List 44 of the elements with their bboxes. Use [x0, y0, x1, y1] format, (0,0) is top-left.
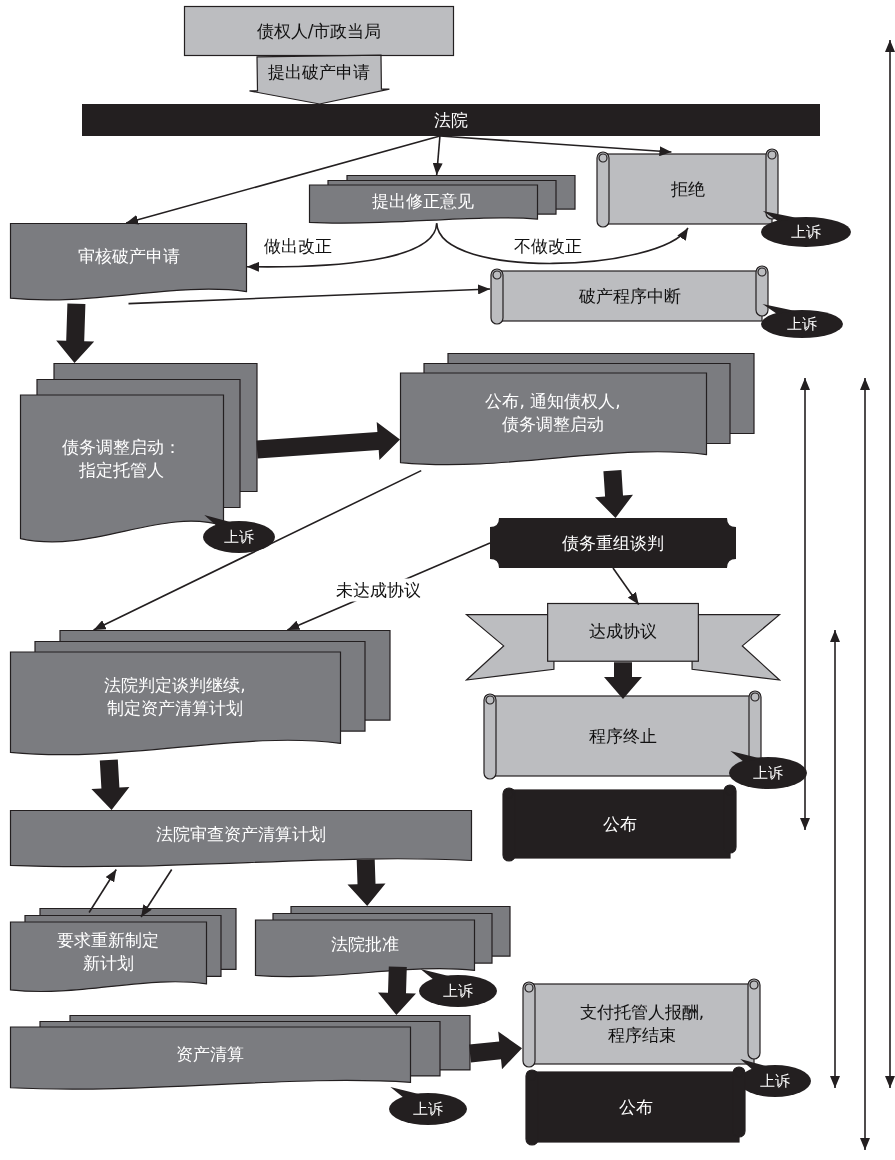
- edge-label: 提出破产申请: [265, 60, 373, 84]
- arrow: [125, 135, 441, 225]
- node-label: 拒绝: [671, 178, 705, 199]
- arrow: [435, 222, 689, 265]
- node-label: 债务调整启动：指定托管人: [62, 437, 181, 480]
- node-label: 上诉: [443, 982, 473, 1001]
- node-label: 支付托管人报酬,程序结束: [579, 1002, 705, 1045]
- node-label: 债权人/市政当局: [256, 20, 382, 41]
- node-label: 公布: [603, 813, 637, 834]
- block-arrow: [256, 422, 400, 460]
- node-label: 要求重新制定新计划: [57, 930, 159, 974]
- arrow: [127, 284, 491, 305]
- node-label: 法院: [434, 109, 468, 130]
- block-arrow: [604, 662, 642, 699]
- node-label: 法院判定谈判继续,制定资产清算计划: [104, 674, 246, 718]
- node-label: 公布, 通知债权人,债务调整启动: [485, 391, 621, 434]
- node-label: 程序终止: [589, 725, 657, 746]
- node-label: 资产清算: [176, 1043, 244, 1064]
- block-arrow: [56, 303, 95, 363]
- block-arrow: [347, 859, 386, 906]
- block-arrow: [469, 1031, 522, 1070]
- node-label: 达成协议: [589, 621, 657, 642]
- arrow: [92, 469, 423, 631]
- arrow: [612, 567, 640, 606]
- node-label: 上诉: [760, 1072, 790, 1091]
- node-label: 债务重组谈判: [562, 532, 664, 553]
- node-label: 上诉: [791, 223, 821, 242]
- arrow: [140, 868, 173, 918]
- arrow: [439, 135, 673, 157]
- node-label: 审核破产申请: [77, 246, 180, 267]
- block-arrow: [91, 759, 130, 810]
- block-arrow: [378, 966, 416, 1015]
- node-label: 法院审查资产清算计划: [156, 824, 326, 845]
- arrow: [88, 868, 118, 914]
- node-label: 上诉: [413, 1100, 443, 1119]
- node-label: 破产程序中断: [579, 285, 681, 306]
- node-label: 上诉: [224, 528, 254, 547]
- arrow: [432, 135, 443, 176]
- node-label: 上诉: [753, 764, 783, 783]
- node-label: 法院批准: [330, 934, 399, 955]
- node-label: 上诉: [787, 315, 817, 334]
- node-label: 提出修正意见: [372, 191, 474, 212]
- block-arrow: [595, 470, 633, 518]
- node-label: 公布: [619, 1096, 653, 1117]
